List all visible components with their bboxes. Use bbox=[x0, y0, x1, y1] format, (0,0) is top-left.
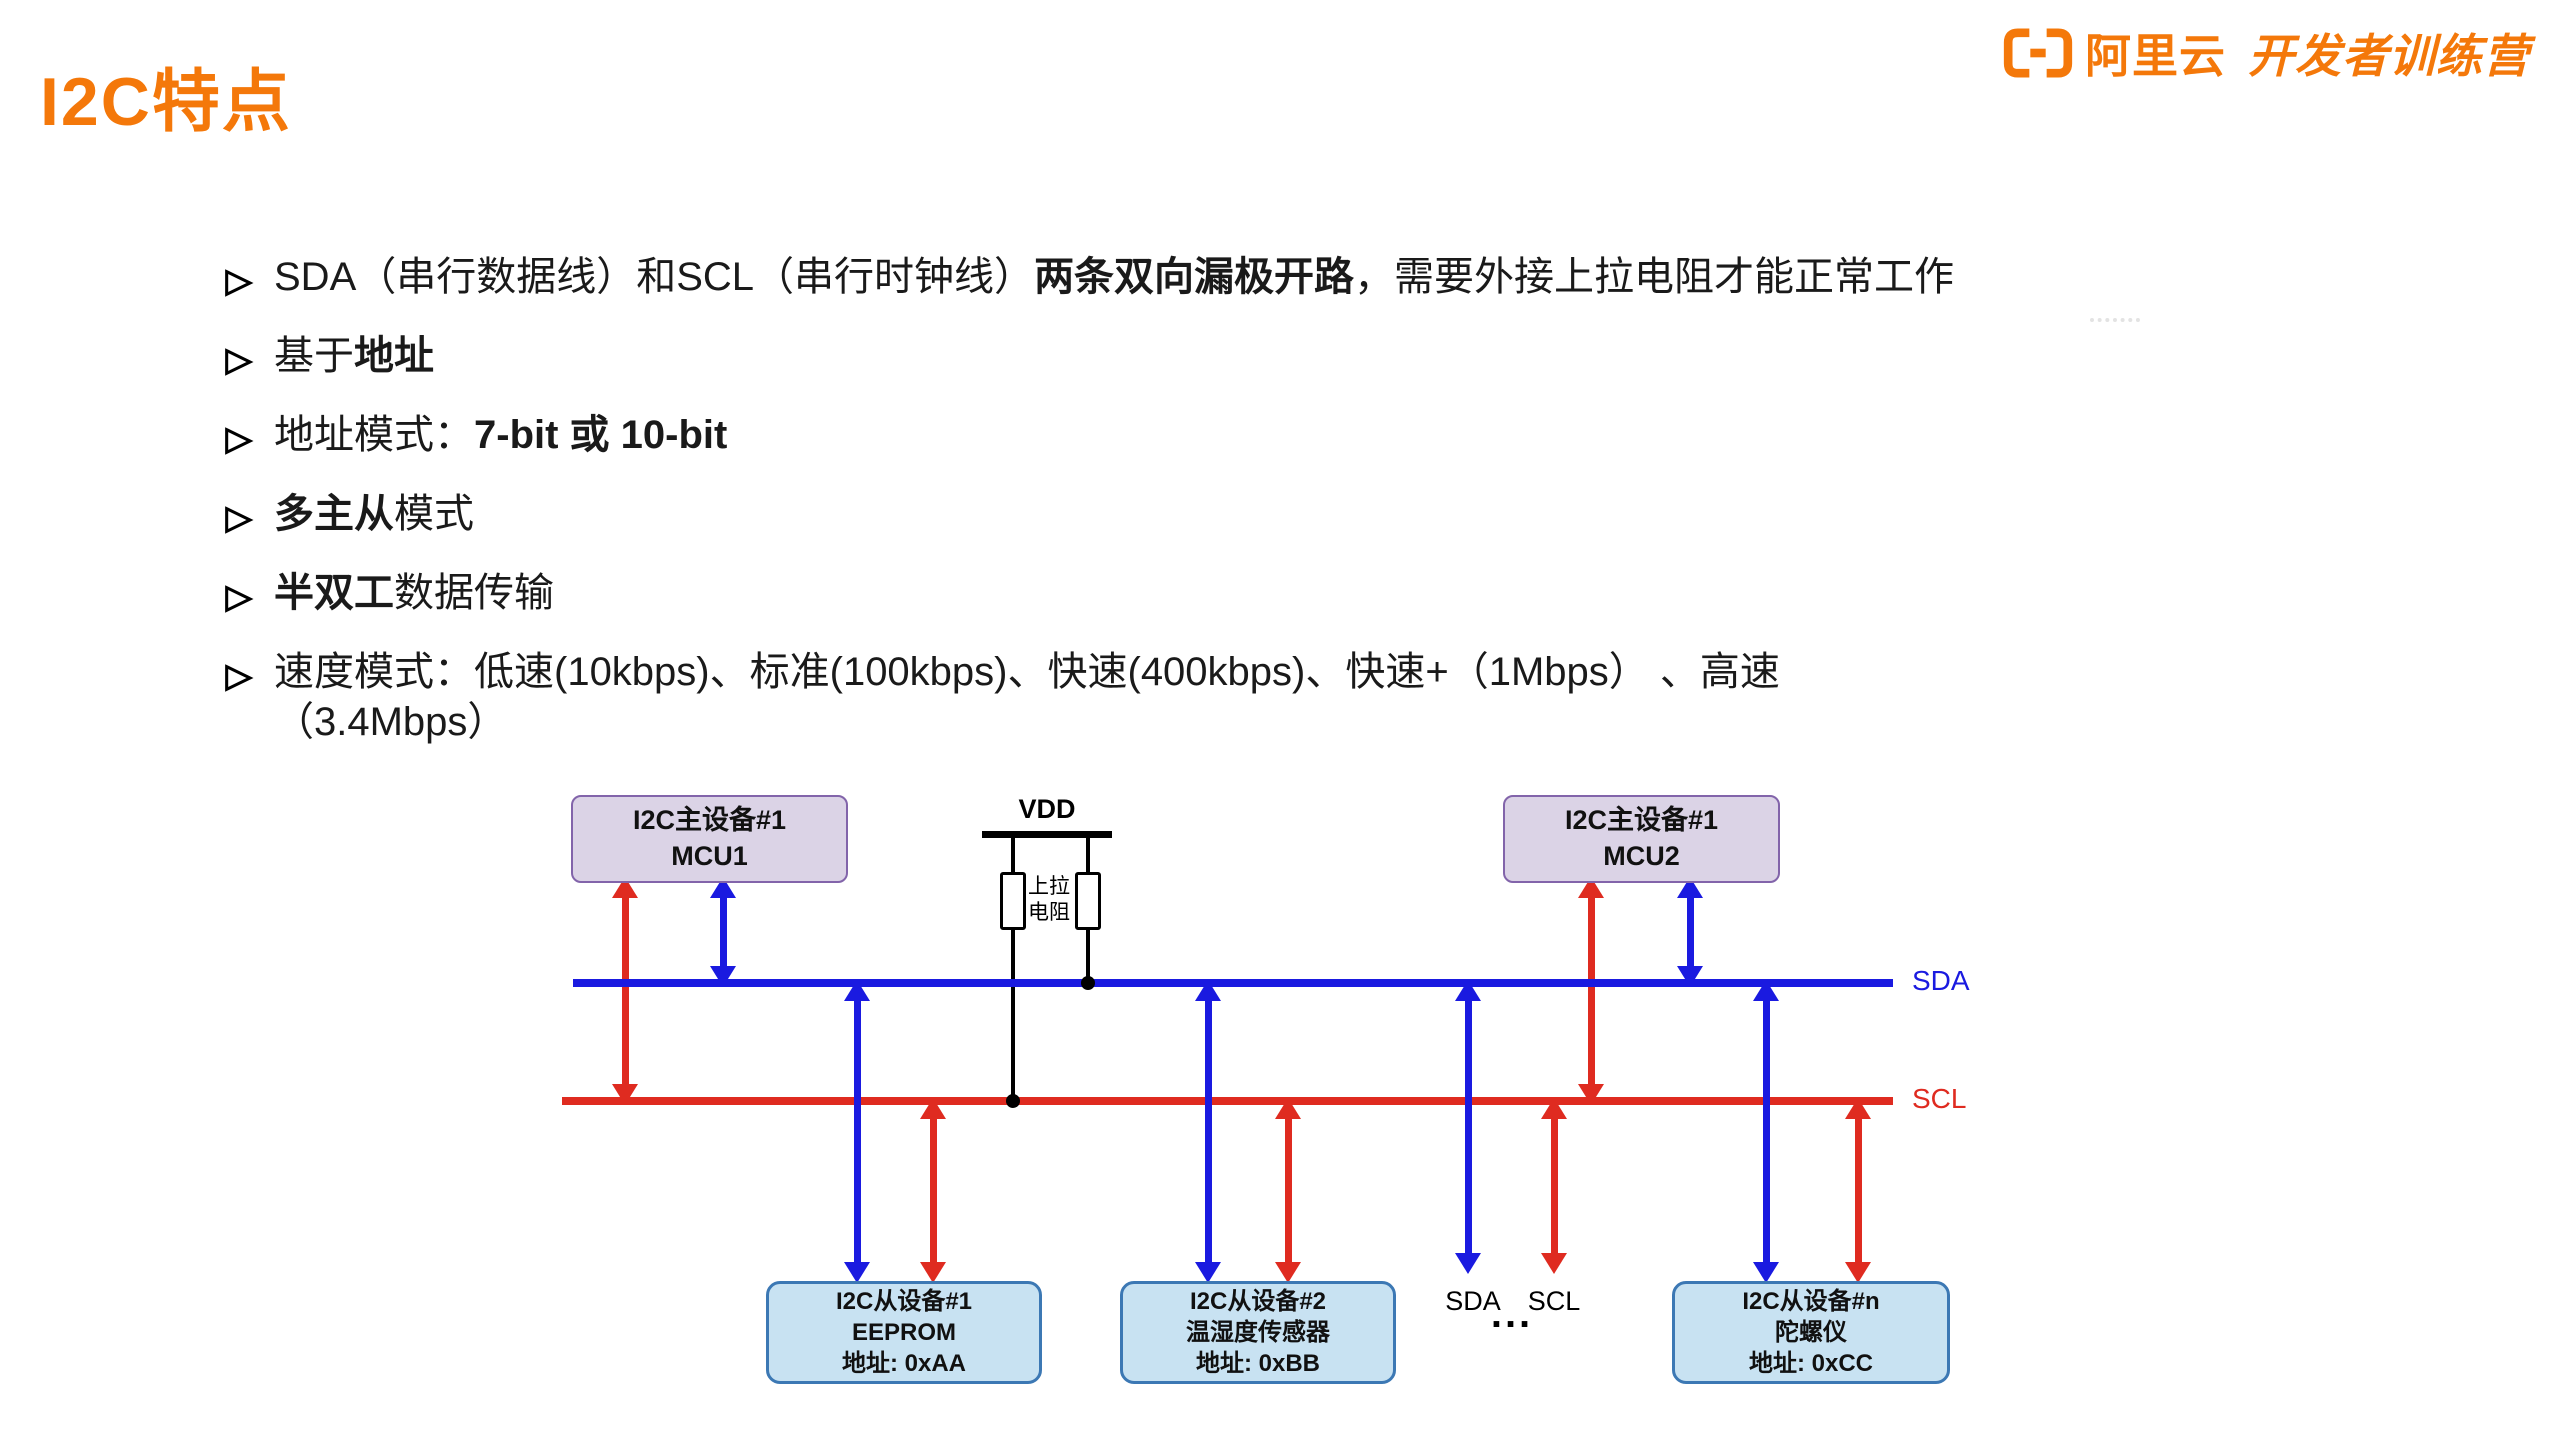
bullet-arrow-icon bbox=[222, 261, 254, 297]
vdd-label: VDD bbox=[1018, 794, 1076, 824]
bullet-text: SDA（串行数据线）和SCL（串行时钟线）两条双向漏极开路，需要外接上拉电阻才能… bbox=[274, 252, 1954, 302]
slave1-sda-arrow bbox=[844, 980, 870, 1283]
more-devices-scl-arrow bbox=[1541, 1098, 1567, 1274]
bullet-text: 速度模式：低速(10kbps)、标准(100kbps)、快速(400kbps)、… bbox=[274, 647, 1780, 747]
bullet-text-bold: 地址 bbox=[354, 334, 434, 378]
slave-device-box-sensor: I2C从设备#2 温湿度传感器 地址: 0xBB bbox=[1120, 1281, 1396, 1384]
more-devices-sda-arrow bbox=[1455, 980, 1481, 1274]
bullet-text-post: ，需要外接上拉电阻才能正常工作 bbox=[1354, 255, 1955, 299]
bullet-item-2: 基于地址 bbox=[222, 331, 1954, 381]
slave1-title: I2C从设备#1 bbox=[835, 1287, 973, 1315]
mcu1-scl-arrow bbox=[612, 877, 638, 1105]
mid-sda-label: SDA bbox=[1445, 1286, 1501, 1316]
slave1-name: EEPROM bbox=[851, 1318, 956, 1346]
pullup-resistor-icon bbox=[1075, 872, 1101, 930]
bullet-text-post: 数据传输 bbox=[394, 571, 554, 615]
bullet-text-pre: 速度模式：低速(10kbps)、标准(100kbps)、快速(400kbps)、… bbox=[274, 650, 1780, 694]
alibaba-cloud-logo-icon bbox=[2003, 28, 2073, 78]
bullet-item-4: 多主从模式 bbox=[222, 489, 1954, 539]
bullet-arrow-icon bbox=[222, 577, 254, 613]
master2-title: I2C主设备#1 bbox=[1564, 805, 1719, 836]
brand-logo: 阿里云 开发者训练营 bbox=[2003, 20, 2530, 86]
mid-scl-label: SCL bbox=[1527, 1286, 1581, 1316]
mcu2-sda-arrow bbox=[1677, 877, 1703, 987]
master-device-box-mcu1: I2C主设备#1 MCU1 bbox=[571, 795, 848, 883]
scl-bus-label: SCL bbox=[1912, 1083, 1967, 1114]
bullet-text-pre: SDA（串行数据线）和SCL（串行时钟线） bbox=[274, 255, 1035, 299]
bullet-text-pre: 地址模式： bbox=[274, 413, 474, 457]
slaven-title: I2C从设备#n bbox=[1742, 1287, 1880, 1315]
bullet-arrow-icon bbox=[222, 656, 254, 692]
bullet-item-3: 地址模式：7-bit 或 10-bit bbox=[222, 410, 1954, 460]
more-devices-ellipsis: ... bbox=[1490, 1292, 1534, 1336]
slave-device-box-gyro: I2C从设备#n 陀螺仪 地址: 0xCC bbox=[1672, 1281, 1950, 1384]
bullet-text: 基于地址 bbox=[274, 331, 434, 381]
slave2-name: 温湿度传感器 bbox=[1186, 1318, 1330, 1346]
mcu1-sda-arrow bbox=[710, 877, 736, 987]
bullet-list: SDA（串行数据线）和SCL（串行时钟线）两条双向漏极开路，需要外接上拉电阻才能… bbox=[222, 252, 1954, 776]
master1-name: MCU1 bbox=[671, 841, 748, 871]
bullet-text: 地址模式：7-bit 或 10-bit bbox=[274, 410, 727, 460]
slaven-name: 陀螺仪 bbox=[1775, 1318, 1847, 1346]
slave2-title: I2C从设备#2 bbox=[1189, 1287, 1327, 1315]
junction-dot-scl bbox=[1006, 1094, 1020, 1108]
pullup-wire-scl bbox=[1011, 838, 1015, 1102]
bullet-text-post: 模式 bbox=[394, 492, 474, 536]
bullet-arrow-icon bbox=[222, 340, 254, 376]
slaven-scl-arrow bbox=[1845, 1098, 1871, 1283]
master2-name: MCU2 bbox=[1603, 841, 1680, 871]
slave-device-box-eeprom: I2C从设备#1 EEPROM 地址: 0xAA bbox=[766, 1281, 1042, 1384]
bullet-text-bold: 多主从 bbox=[274, 492, 394, 536]
slave2-address: 地址: 0xBB bbox=[1195, 1350, 1321, 1378]
slaven-sda-arrow bbox=[1753, 980, 1779, 1283]
slave2-sda-arrow bbox=[1195, 980, 1221, 1283]
sda-bus-label: SDA bbox=[1912, 965, 1970, 996]
sda-bus-line bbox=[573, 979, 1893, 987]
bullet-item-6: 速度模式：低速(10kbps)、标准(100kbps)、快速(400kbps)、… bbox=[222, 647, 1954, 747]
bullet-text: 半双工数据传输 bbox=[274, 568, 554, 618]
master1-title: I2C主设备#1 bbox=[632, 805, 787, 836]
bullet-text-bold: 7-bit 或 10-bit bbox=[474, 413, 728, 457]
bullet-text-line2: （3.4Mbps） bbox=[274, 700, 508, 744]
master-device-box-mcu2: I2C主设备#1 MCU2 bbox=[1503, 795, 1780, 883]
brand-name: 阿里云 bbox=[2085, 30, 2226, 82]
slaven-address: 地址: 0xCC bbox=[1748, 1350, 1874, 1378]
bullet-arrow-icon bbox=[222, 419, 254, 455]
faint-dotted-underline bbox=[2090, 318, 2140, 322]
slave1-address: 地址: 0xAA bbox=[841, 1350, 967, 1378]
junction-dot-sda bbox=[1081, 976, 1095, 990]
scl-bus-line bbox=[562, 1097, 1893, 1105]
bullet-text-bold: 半双工 bbox=[274, 571, 394, 615]
bullet-arrow-icon bbox=[222, 498, 254, 534]
brand-suffix: 开发者训练营 bbox=[2248, 30, 2530, 82]
mcu2-scl-arrow bbox=[1578, 877, 1604, 1105]
bullet-text: 多主从模式 bbox=[274, 489, 474, 539]
bullet-text-pre: 基于 bbox=[274, 334, 354, 378]
page-title: I2C特点 bbox=[40, 64, 292, 140]
bullet-text-bold: 两条双向漏极开路 bbox=[1034, 255, 1355, 299]
slave1-scl-arrow bbox=[920, 1098, 946, 1283]
bullet-item-1: SDA（串行数据线）和SCL（串行时钟线）两条双向漏极开路，需要外接上拉电阻才能… bbox=[222, 252, 1954, 302]
pullup-resistor-icon bbox=[1000, 872, 1026, 930]
vdd-rail bbox=[982, 831, 1112, 838]
bullet-item-5: 半双工数据传输 bbox=[222, 568, 1954, 618]
slave2-scl-arrow bbox=[1275, 1098, 1301, 1283]
pullup-resistor-label: 上拉 电阻 bbox=[1028, 875, 1070, 925]
